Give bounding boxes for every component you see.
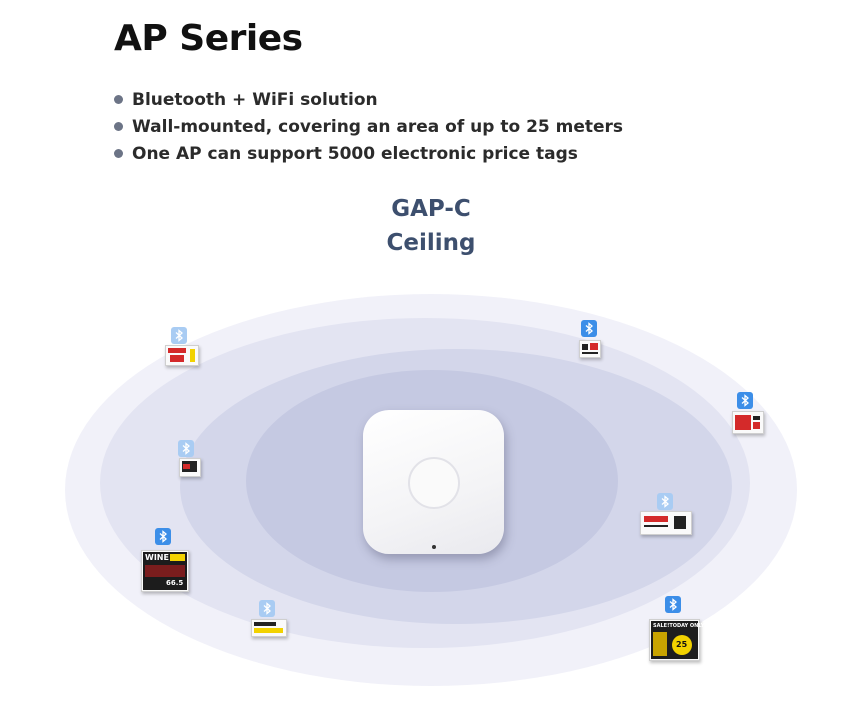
bluetooth-icon	[178, 440, 194, 457]
sale-tag-label: SALE!TODAY ONLY	[653, 623, 705, 629]
electronic-price-tag	[165, 345, 199, 366]
bluetooth-icon	[657, 493, 673, 510]
bluetooth-icon	[737, 392, 753, 409]
electronic-price-tag	[640, 511, 692, 535]
access-point-device	[363, 410, 504, 554]
page-title: AP Series	[114, 18, 303, 59]
bluetooth-icon	[171, 327, 187, 344]
mount-type: Ceiling	[386, 230, 476, 256]
feature-text: Bluetooth + WiFi solution	[132, 89, 378, 110]
bluetooth-icon	[155, 528, 171, 545]
wine-tag-price: 66.5	[166, 579, 184, 587]
feature-list: Bluetooth + WiFi solution Wall-mounted, …	[114, 86, 623, 167]
electronic-price-tag	[251, 619, 287, 637]
feature-text: One AP can support 5000 electronic price…	[132, 143, 578, 164]
bullet-dot-icon	[114, 122, 123, 131]
model-name: GAP-C	[391, 196, 471, 222]
sale-tag-price: 25	[676, 640, 688, 649]
wine-tag-label: WINE	[145, 553, 169, 562]
electronic-price-tag: SALE!TODAY ONLY 25	[649, 619, 704, 661]
status-led	[432, 545, 436, 549]
electronic-price-tag	[179, 458, 201, 477]
electronic-price-tag	[579, 340, 601, 358]
feature-text: Wall-mounted, covering an area of up to …	[132, 116, 624, 137]
feature-item: One AP can support 5000 electronic price…	[114, 140, 623, 167]
bullet-dot-icon	[114, 95, 123, 104]
bluetooth-icon	[581, 320, 597, 337]
bluetooth-icon	[665, 596, 681, 613]
electronic-price-tag	[732, 411, 764, 434]
bullet-dot-icon	[114, 149, 123, 158]
feature-item: Wall-mounted, covering an area of up to …	[114, 113, 623, 140]
feature-item: Bluetooth + WiFi solution	[114, 86, 623, 113]
bluetooth-icon	[259, 600, 275, 617]
access-point-logo-ring	[408, 457, 460, 509]
electronic-price-tag: WINE 66.5	[141, 550, 189, 592]
